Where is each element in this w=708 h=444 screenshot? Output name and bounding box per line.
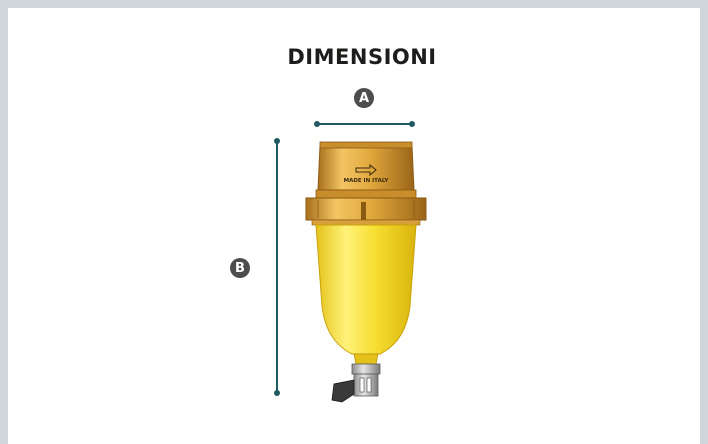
dirt-separator-filter-image: MADE IN ITALY	[305, 141, 427, 403]
dimension-b-bottom-dot	[274, 390, 280, 396]
arrow-right-icon	[355, 163, 377, 177]
dimension-b-line	[276, 140, 278, 393]
filter-bowl	[315, 224, 417, 355]
made-in-italy-imprint: MADE IN ITALY	[344, 178, 390, 184]
dimension-a-start-dot	[314, 121, 320, 127]
dimension-a-badge: A	[354, 88, 374, 108]
dimension-b-top-dot	[274, 138, 280, 144]
page-title: DIMENSIONI	[287, 45, 437, 69]
dimension-b-badge: B	[230, 258, 250, 278]
dimension-a-line	[317, 123, 412, 125]
drain-lever	[331, 379, 355, 403]
dimension-a-end-dot	[409, 121, 415, 127]
